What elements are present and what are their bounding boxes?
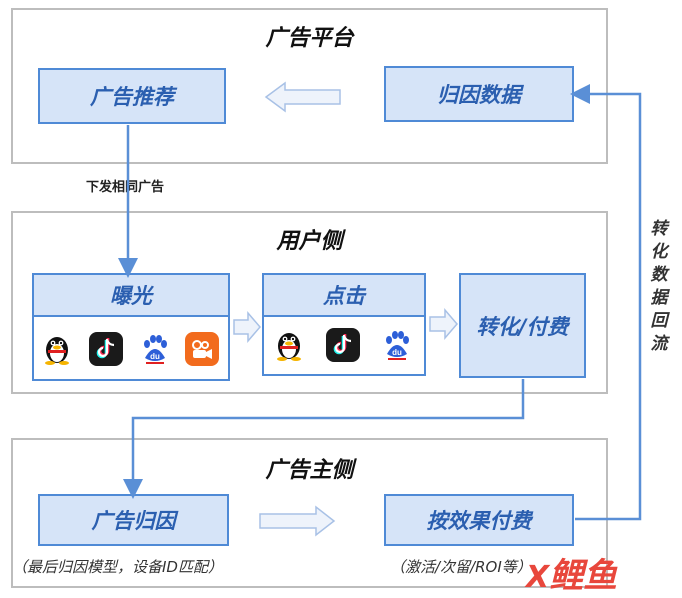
watermark-text: 鲤鱼 [549, 556, 618, 596]
douyin-icon [326, 328, 360, 362]
deliver-same-ad-label: 下发相同广告 [86, 180, 165, 195]
ad-attribution-box: 广告归因 [38, 494, 229, 546]
click-title: 点击 [264, 275, 424, 317]
backflow-char: 回 [650, 311, 668, 331]
click-panel: 点击 du [262, 273, 426, 376]
exposure-panel: 曝光 du [32, 273, 230, 381]
watermark-logo: X鲤鱼 [526, 548, 617, 597]
kuaishou-icon [185, 332, 219, 366]
backflow-char: 数 [650, 265, 668, 285]
svg-text:du: du [150, 352, 160, 361]
effect-note: （激活/次留/ROI等） [390, 558, 532, 576]
backflow-char: 据 [650, 288, 668, 308]
douyin-icon [89, 332, 123, 366]
user-title: 用户侧 [276, 229, 343, 254]
watermark-prefix: X [526, 560, 550, 595]
backflow-char: 流 [650, 334, 668, 354]
baidu-paw-icon: du [380, 328, 414, 362]
conversion-backflow-label: 转 化 数 据 回 流 [648, 218, 670, 356]
conversion-pay-box: 转化/付费 [459, 273, 586, 378]
attribution-note: （最后归因模型，设备ID匹配） [12, 558, 223, 576]
platform-title: 广告平台 [265, 26, 354, 51]
qq-penguin-icon [40, 332, 74, 366]
qq-penguin-icon [272, 328, 306, 362]
svg-text:du: du [392, 348, 402, 357]
pay-by-effect-box: 按效果付费 [384, 494, 574, 546]
baidu-paw-icon: du [138, 332, 172, 366]
advertiser-title: 广告主侧 [265, 458, 354, 483]
attribution-data-box: 归因数据 [384, 66, 574, 122]
backflow-char: 化 [650, 242, 668, 262]
backflow-char: 转 [650, 219, 668, 239]
ad-recommend-box: 广告推荐 [38, 68, 226, 124]
exposure-title: 曝光 [34, 275, 228, 317]
